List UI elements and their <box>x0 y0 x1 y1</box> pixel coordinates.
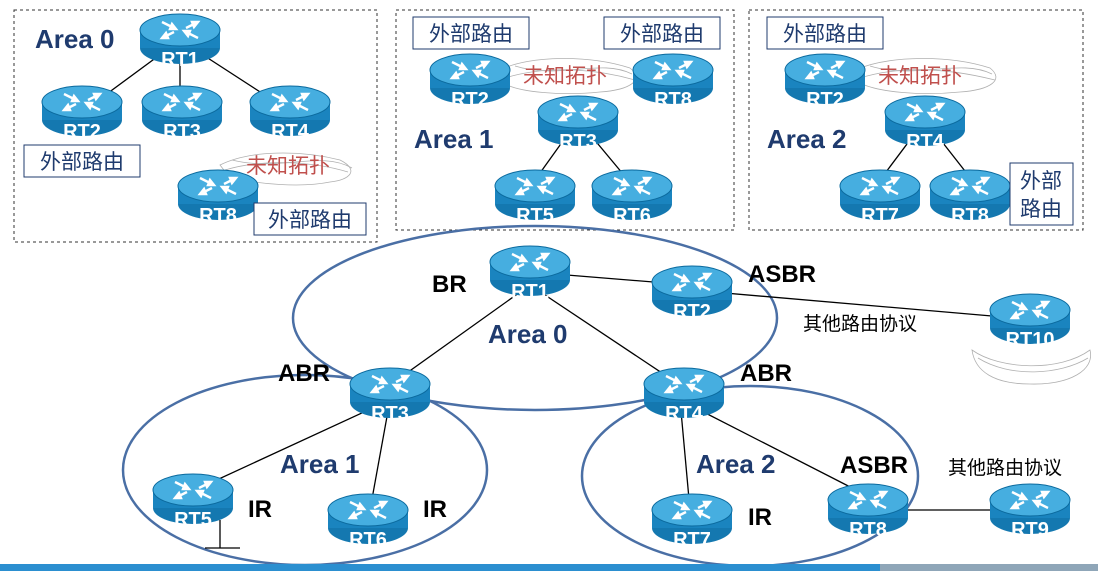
other-protocol-label: 其他路由协议 <box>948 457 1062 479</box>
svg-text:外部路由: 外部路由 <box>40 150 124 174</box>
router-rt8[interactable]: RT8 <box>176 168 260 227</box>
router-rt4[interactable]: RT4 <box>642 366 726 425</box>
svg-text:RT8: RT8 <box>951 205 989 227</box>
router-rt8[interactable]: RT8 <box>928 168 1012 227</box>
router-rt2[interactable]: RT2 <box>40 84 124 143</box>
router-rt7[interactable]: RT7 <box>650 492 734 551</box>
router-rt8[interactable]: RT8 <box>631 52 715 111</box>
router-rt4[interactable]: RT4 <box>248 84 332 143</box>
role-abr: ABR <box>740 360 792 387</box>
unknown-topology-cloud <box>219 152 353 186</box>
svg-text:RT4: RT4 <box>271 121 310 143</box>
bottom-accent-bar-end <box>880 564 1098 571</box>
svg-text:RT2: RT2 <box>673 301 711 323</box>
svg-text:外部路由: 外部路由 <box>268 208 352 232</box>
external-route-box: 外部路由 <box>412 16 530 50</box>
svg-text:外部路由: 外部路由 <box>429 22 513 46</box>
router-rt2[interactable]: RT2 <box>650 264 734 323</box>
svg-text:RT3: RT3 <box>163 121 201 143</box>
svg-text:RT4: RT4 <box>665 403 704 425</box>
router-rt5[interactable]: RT5 <box>493 168 577 227</box>
role-ir: IR <box>748 504 772 531</box>
svg-text:RT8: RT8 <box>654 89 692 111</box>
svg-text:RT2: RT2 <box>63 121 101 143</box>
router-rt1[interactable]: RT1 <box>488 244 572 303</box>
role-ir: IR <box>423 496 447 523</box>
svg-text:RT6: RT6 <box>349 529 387 551</box>
role-ir: IR <box>248 496 272 523</box>
svg-text:RT8: RT8 <box>849 519 887 541</box>
router-rt5[interactable]: RT5 <box>151 472 235 531</box>
svg-text:RT8: RT8 <box>199 205 237 227</box>
svg-text:RT5: RT5 <box>174 509 212 531</box>
unknown-topology-cloud <box>854 58 997 94</box>
router-rt4[interactable]: RT4 <box>883 94 967 153</box>
role-asbr: ASBR <box>748 261 816 288</box>
svg-text:RT2: RT2 <box>451 89 489 111</box>
router-rt3[interactable]: RT3 <box>140 84 224 143</box>
svg-text:RT4: RT4 <box>906 131 945 153</box>
svg-text:外部: 外部 <box>1020 169 1062 193</box>
svg-text:RT6: RT6 <box>613 205 651 227</box>
svg-text:RT2: RT2 <box>806 89 844 111</box>
other-protocol-label: 其他路由协议 <box>803 313 917 335</box>
role-abr: ABR <box>278 360 330 387</box>
svg-text:RT1: RT1 <box>511 281 549 303</box>
area2-label: Area 2 <box>696 449 776 479</box>
svg-text:RT3: RT3 <box>371 403 409 425</box>
role-br: BR <box>432 271 467 298</box>
external-route-box: 外部路由 <box>253 202 367 236</box>
panel-area0: Area 0 RT1 RT2 RT3 RT4 RT8 外部路由 外部路由 未知拓… <box>13 9 378 243</box>
router-rt3[interactable]: RT3 <box>536 94 620 153</box>
svg-text:RT1: RT1 <box>161 49 199 71</box>
svg-text:RT5: RT5 <box>516 205 554 227</box>
router-rt10[interactable]: RT10 <box>988 292 1072 351</box>
svg-text:RT10: RT10 <box>1006 329 1055 351</box>
area0-label: Area 0 <box>488 319 568 349</box>
bottom-accent-bar <box>0 564 880 571</box>
router-rt8[interactable]: RT8 <box>826 482 910 541</box>
router-rt6[interactable]: RT6 <box>326 492 410 551</box>
external-route-box: 外部 路由 <box>1009 162 1074 226</box>
area1-label: Area 1 <box>280 449 360 479</box>
svg-text:RT9: RT9 <box>1011 519 1049 541</box>
svg-text:路由: 路由 <box>1020 197 1062 221</box>
svg-text:外部路由: 外部路由 <box>783 22 867 46</box>
role-asbr: ASBR <box>840 452 908 479</box>
router-rt1[interactable]: RT1 <box>138 12 222 71</box>
router-rt9[interactable]: RT9 <box>988 482 1072 541</box>
svg-text:RT7: RT7 <box>861 205 899 227</box>
svg-text:RT3: RT3 <box>559 131 597 153</box>
unknown-topology-label: 未知拓扑 <box>878 64 962 88</box>
external-route-box: 外部路由 <box>603 16 721 50</box>
router-rt6[interactable]: RT6 <box>590 168 674 227</box>
panel-area2: Area 2 RT2 RT4 RT7 RT8 外部路由 外部 路由 未知拓扑 <box>748 9 1084 231</box>
svg-text:RT7: RT7 <box>673 529 711 551</box>
panel-title: Area 2 <box>767 124 847 154</box>
external-route-box: 外部路由 <box>766 16 884 50</box>
router-rt7[interactable]: RT7 <box>838 168 922 227</box>
router-rt2[interactable]: RT2 <box>428 52 512 111</box>
main-topology: RT1 RT2 RT3 RT4 RT5 RT6 RT7 RT8 RT9 RT10… <box>121 224 1092 568</box>
unknown-topology-label: 未知拓扑 <box>523 64 607 88</box>
area0-boundary <box>291 224 779 412</box>
svg-text:外部路由: 外部路由 <box>620 22 704 46</box>
external-route-box: 外部路由 <box>23 144 141 178</box>
panel-title: Area 0 <box>35 24 115 54</box>
panel-area1: Area 1 RT2 RT8 RT3 RT5 RT6 外部路由 外部路由 未知拓… <box>395 9 735 231</box>
router-rt3[interactable]: RT3 <box>348 366 432 425</box>
unknown-topology-label: 未知拓扑 <box>246 154 330 178</box>
external-network-cloud <box>971 349 1092 385</box>
router-rt2[interactable]: RT2 <box>783 52 867 111</box>
panel-title: Area 1 <box>414 124 494 154</box>
